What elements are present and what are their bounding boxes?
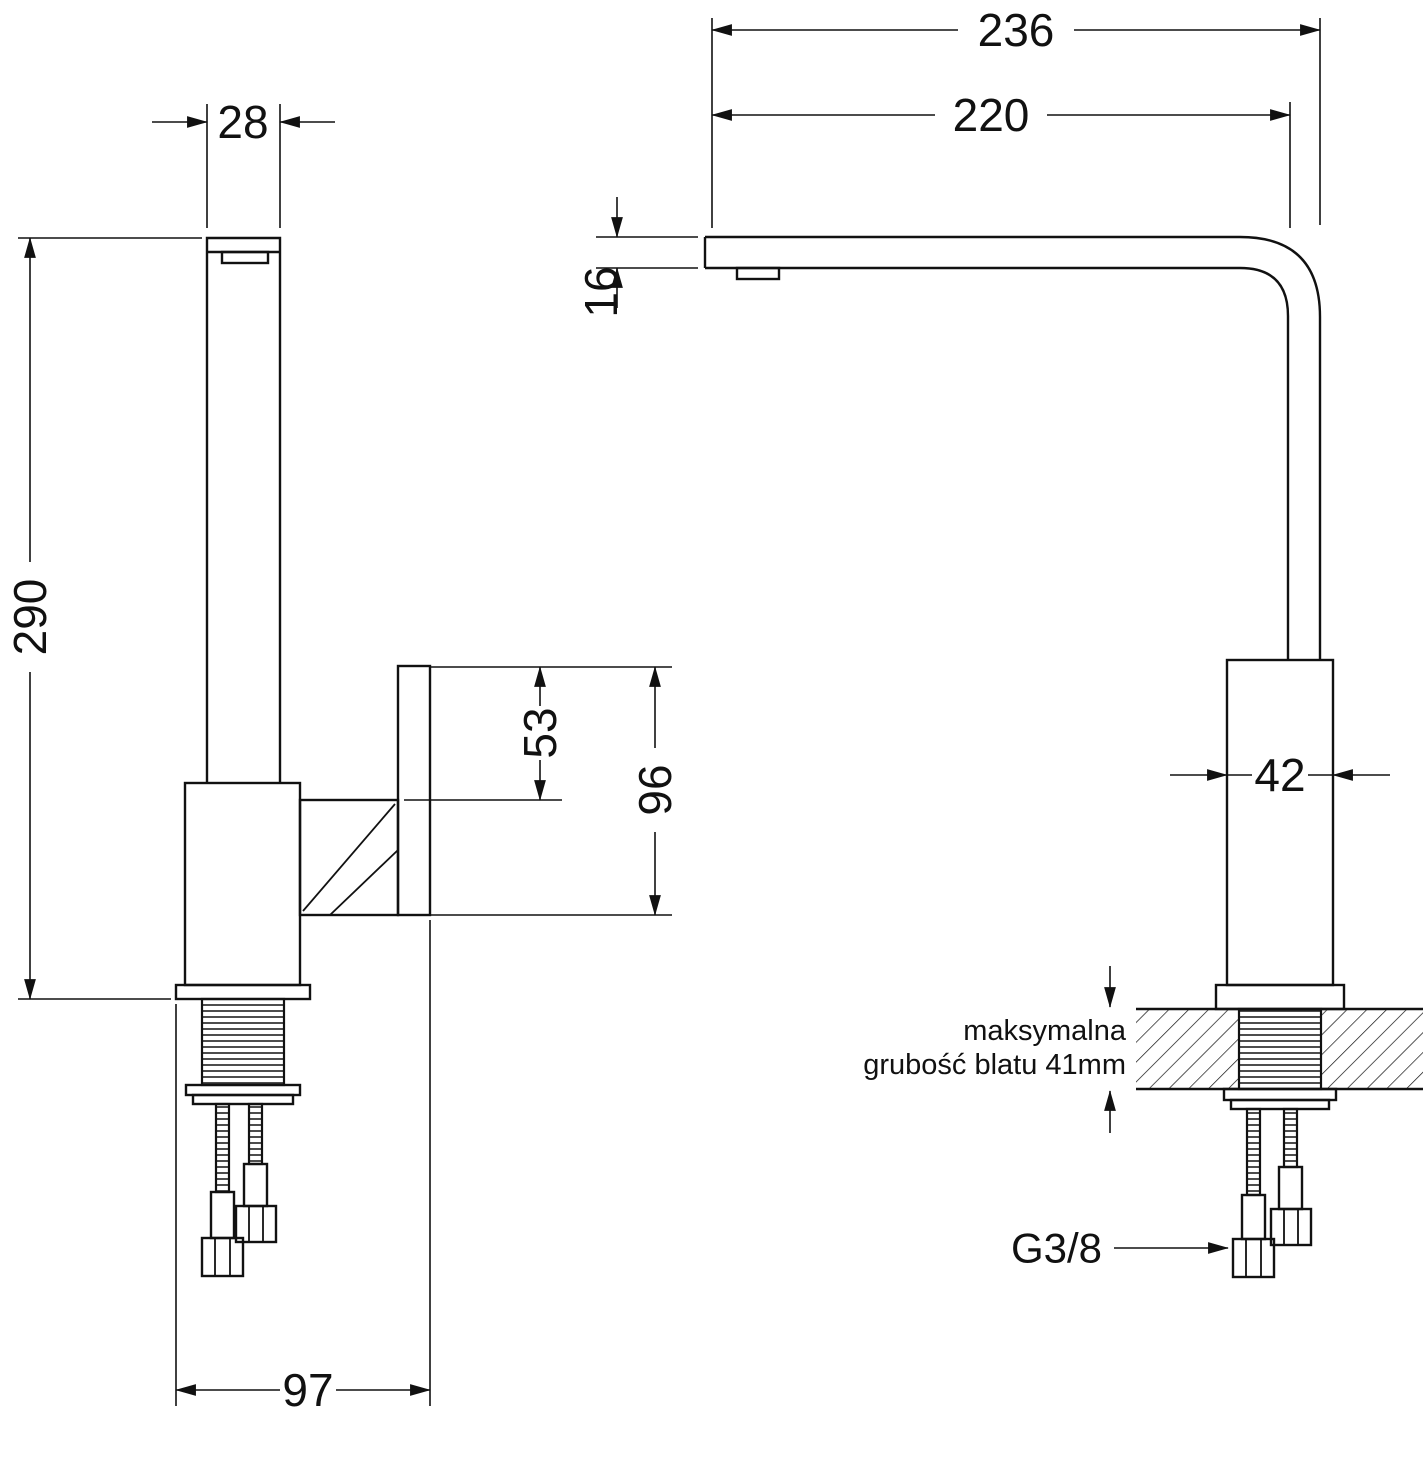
countertop-thickness-note: maksymalna grubość blatu 41mm bbox=[863, 966, 1127, 1133]
thread-size-callout: G3/8 bbox=[1011, 1225, 1229, 1272]
dim-spout-width: 28 bbox=[152, 96, 335, 228]
dim-base-depth: 97 bbox=[175, 920, 431, 1416]
dim-body-width: 42 bbox=[1170, 749, 1390, 801]
dim-label-236: 236 bbox=[978, 4, 1055, 56]
front-washer bbox=[1222, 1087, 1338, 1102]
dim-handle-height: 96 bbox=[430, 666, 681, 916]
dim-label-16: 16 bbox=[575, 266, 627, 317]
side-threaded-shank bbox=[200, 997, 286, 1087]
dim-label-53: 53 bbox=[514, 707, 566, 758]
front-body bbox=[1225, 658, 1335, 987]
side-stud-right bbox=[247, 1102, 264, 1166]
side-hose-left bbox=[209, 1190, 236, 1240]
side-locknut bbox=[191, 1093, 295, 1106]
front-spout-inner bbox=[705, 266, 1290, 660]
dim-label-28: 28 bbox=[217, 96, 268, 148]
front-flange bbox=[1214, 983, 1346, 1011]
front-spout-outer bbox=[705, 235, 1322, 660]
side-body bbox=[183, 781, 302, 987]
side-hose-nut-right bbox=[234, 1204, 278, 1244]
front-threaded-shank bbox=[1237, 1007, 1323, 1091]
front-locknut bbox=[1229, 1098, 1331, 1111]
dim-label-97: 97 bbox=[282, 1364, 333, 1416]
dim-spout-reach: 220 bbox=[711, 89, 1291, 228]
dim-label-42: 42 bbox=[1254, 749, 1305, 801]
counter-note-line1: maksymalna bbox=[963, 1015, 1127, 1047]
side-handle-detail-line bbox=[329, 849, 399, 916]
side-washer bbox=[184, 1083, 302, 1097]
front-hose-nut-left bbox=[1231, 1237, 1276, 1279]
side-handle-connector bbox=[298, 798, 400, 917]
countertop-section-left bbox=[1136, 1009, 1239, 1089]
front-hose-right bbox=[1277, 1165, 1304, 1211]
dim-handle-top-offset: 53 bbox=[404, 666, 566, 801]
dim-spout-thickness: 16 bbox=[575, 197, 698, 318]
countertop-section-right bbox=[1321, 1009, 1423, 1089]
dim-label-96: 96 bbox=[629, 764, 681, 815]
side-handle-blade bbox=[396, 664, 432, 917]
side-spout-outline bbox=[205, 236, 282, 783]
front-hose-nut-right bbox=[1269, 1207, 1313, 1247]
side-stud-left bbox=[214, 1102, 231, 1194]
side-flange bbox=[174, 983, 312, 1001]
front-hose-left bbox=[1240, 1193, 1267, 1241]
side-handle-detail-line bbox=[302, 803, 396, 912]
dim-overall-reach: 236 bbox=[711, 4, 1321, 228]
side-aerator bbox=[220, 250, 270, 265]
counter-note-line2: grubość blatu 41mm bbox=[863, 1049, 1126, 1081]
side-hose-nut-left bbox=[200, 1236, 245, 1278]
thread-size-label: G3/8 bbox=[1011, 1225, 1102, 1272]
front-view bbox=[703, 235, 1423, 1279]
dim-label-290: 290 bbox=[4, 579, 56, 656]
front-stud-right bbox=[1282, 1107, 1299, 1169]
dim-label-220: 220 bbox=[953, 89, 1030, 141]
front-aerator bbox=[735, 266, 781, 281]
side-view bbox=[174, 236, 432, 1278]
side-hose-right bbox=[242, 1162, 269, 1208]
front-stud-left bbox=[1245, 1107, 1262, 1197]
dim-overall-height: 290 bbox=[4, 237, 202, 1000]
